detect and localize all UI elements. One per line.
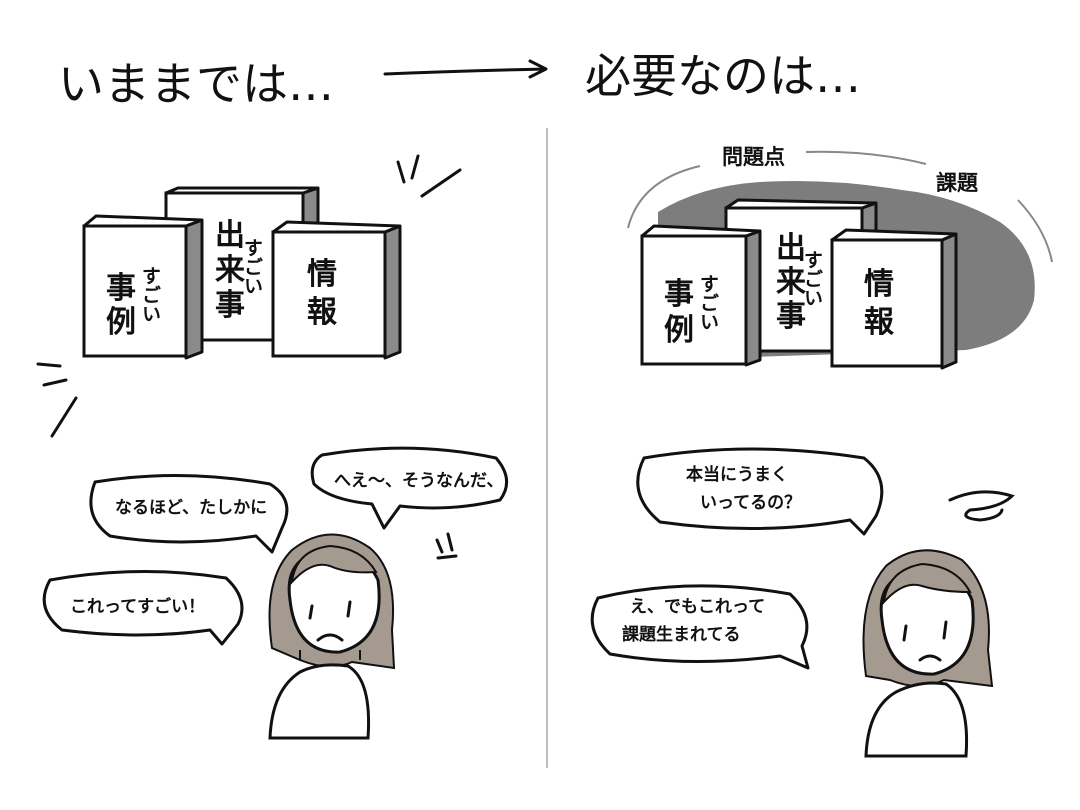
box-info-left: 情 報	[271, 220, 402, 360]
info-text-2: 報	[307, 295, 338, 330]
event-text-r1: すごい	[801, 250, 823, 307]
bubble-demo: え、でもこれって 課題生まれてる	[590, 584, 810, 670]
case-text-r2: 事	[664, 277, 694, 312]
event-text-3: 来	[215, 253, 245, 288]
event-text-r3: 来	[776, 265, 806, 300]
event-text-1: すごい	[241, 238, 263, 295]
event-text-2: 出	[215, 218, 245, 253]
bubble-hontou-text-2: いってるの？	[700, 493, 801, 513]
right-title: 必要なのは…	[585, 49, 861, 103]
event-text-4: 事	[215, 288, 245, 323]
case-text-2: 事	[106, 271, 136, 306]
case-text-1: すごい	[139, 266, 161, 323]
girl-left	[268, 533, 396, 740]
confusion-swirl-icon	[948, 490, 1015, 522]
girl-right	[862, 549, 994, 758]
bubble-hee-text: へえ〜、そうなんだ、	[334, 471, 504, 491]
bubble-demo-text-1: え、でもこれって	[630, 597, 765, 617]
bubble-sugoi: これってすごい！	[42, 570, 244, 646]
arrow-icon	[383, 59, 548, 79]
info-text-r1: 情	[864, 267, 894, 302]
bubble-hontou-text-1: 本当にうまく	[686, 464, 788, 485]
left-title: いままでは…	[58, 57, 334, 111]
case-text-r3: 例	[664, 313, 694, 348]
case-text-r1: すごい	[697, 274, 719, 331]
info-text-r2: 報	[864, 305, 895, 340]
event-text-r2: 出	[776, 231, 806, 266]
label-issue: 課題	[936, 171, 979, 195]
case-text-3: 例	[106, 305, 136, 340]
bubble-naruhodo-text: なるほど、たしかに	[115, 498, 267, 518]
problem-arc	[627, 150, 1053, 263]
info-text-1: 情	[307, 257, 337, 292]
bubble-demo-text-2: 課題生まれてる	[622, 624, 741, 645]
bubble-hee: へえ〜、そうなんだ、	[310, 446, 508, 530]
bubble-hontou: 本当にうまく いってるの？	[636, 447, 884, 536]
label-problem: 問題点	[722, 145, 785, 169]
emphasis-lines-top	[396, 154, 462, 198]
surprise-marks-icon	[435, 532, 458, 560]
event-text-r4: 事	[776, 299, 806, 334]
bubble-sugoi-text: これってすごい！	[70, 596, 205, 617]
box-info-right: 情 報	[830, 228, 958, 370]
box-case-left: すごい 事 例	[82, 214, 204, 360]
bubble-naruhodo: なるほど、たしかに	[89, 474, 289, 554]
box-case-right: すごい 事 例	[640, 224, 762, 367]
emphasis-lines-bottom	[36, 362, 78, 438]
